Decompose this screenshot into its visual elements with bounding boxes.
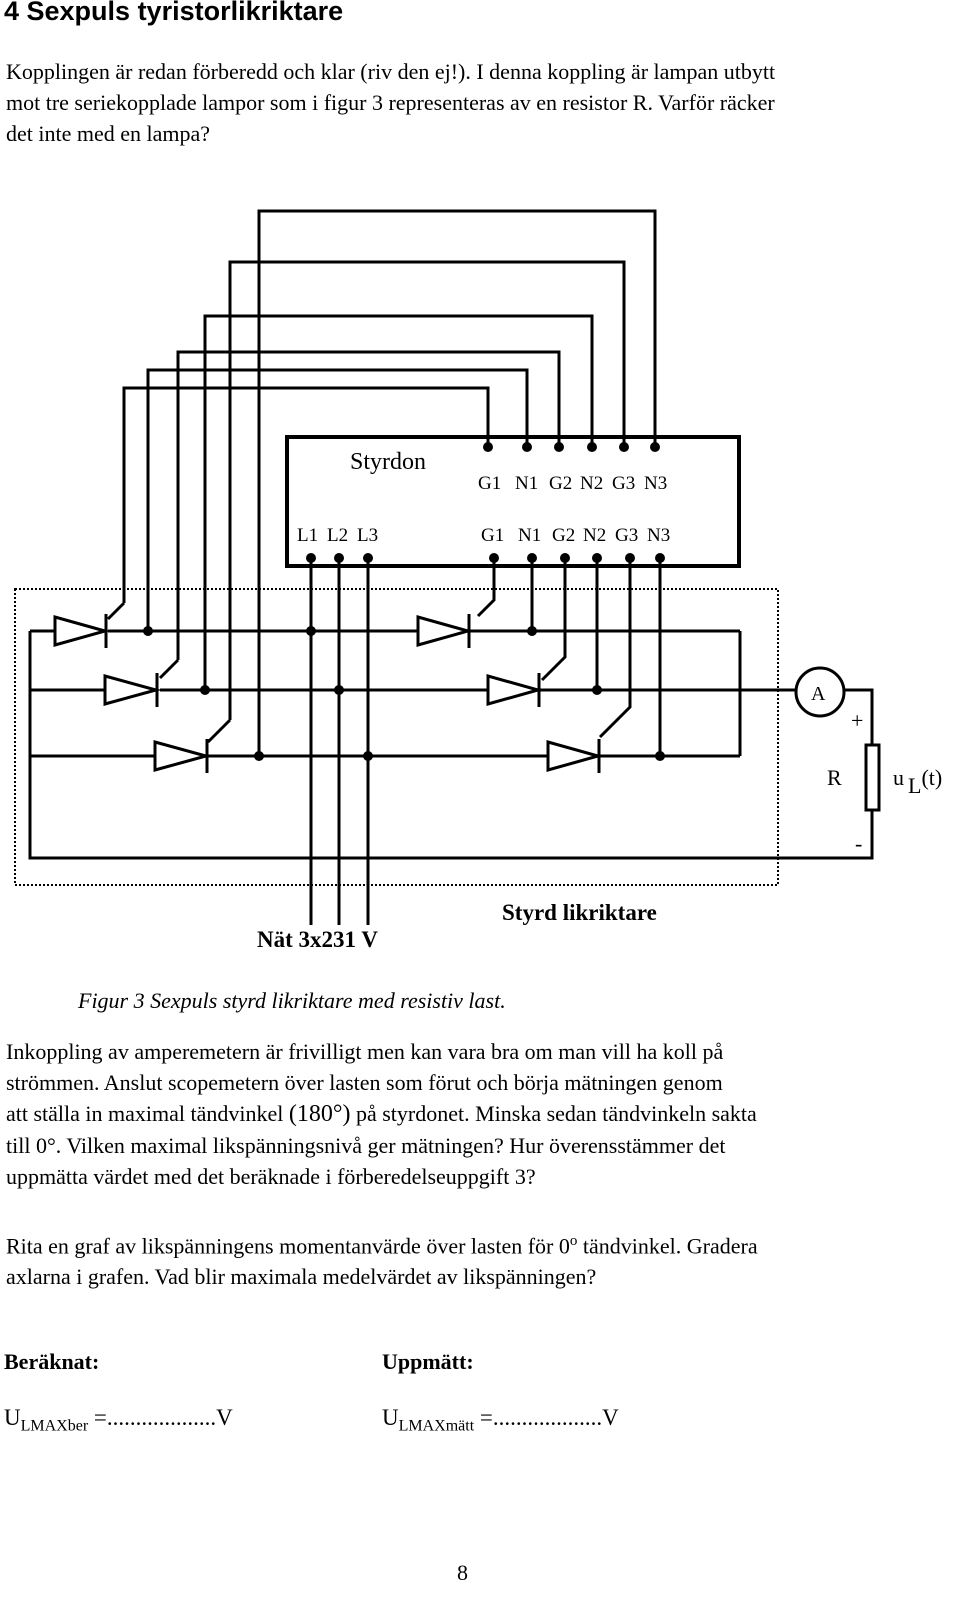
ammeter-symbol (794, 666, 846, 718)
task-line-4b: . Vilken maximal likspänningsnivå ger mä… (55, 1133, 726, 1158)
degree-superscript: o (569, 1233, 578, 1249)
resistor-label: R (827, 765, 842, 790)
thyristor-left-3 (153, 739, 212, 773)
task-line-5: uppmätta värdet med det beräknade i förb… (6, 1164, 536, 1189)
resistor-symbol (864, 743, 881, 812)
grid-label: Nät 3x231 V (257, 927, 378, 952)
circuit-diagram: Styrdon G1 N1 G2 N2 G3 N3 L1 L2 L3 G1 N1… (14, 209, 942, 952)
phase-labels: L1 L2 L3 (297, 525, 378, 546)
task2-line-1b: tändvinkel. Gradera (577, 1233, 758, 1259)
measured-label: Uppmätt: (382, 1349, 474, 1374)
styrdon-box (285, 435, 741, 568)
thyristor-right-3 (546, 739, 604, 773)
thyristor-left-2 (103, 673, 162, 707)
bottom-terminal-n2: N2 (583, 525, 606, 546)
intro-line-1: Kopplingen är redan förberedd och klar (… (6, 59, 776, 84)
task2-line-1a: Rita en graf av likspänningens momentanv… (6, 1233, 570, 1259)
top-terminal-n1: N1 (515, 473, 538, 494)
phase-label-l3: L3 (357, 525, 378, 546)
top-terminal-g2: G2 (549, 473, 572, 494)
section-title: 4 Sexpuls tyristorlikriktare (4, 0, 344, 26)
task-line-1: Inkoppling av amperemetern är frivilligt… (6, 1039, 724, 1064)
top-terminal-g3: G3 (612, 473, 635, 494)
thyristor-left-1 (53, 614, 111, 648)
top-terminal-g1: G1 (478, 473, 501, 494)
phase-lines (309, 556, 370, 925)
left-gate-leads (106, 601, 232, 744)
phase-label-l2: L2 (327, 525, 348, 546)
task-paragraph-2: Rita en graf av likspänningens momentanv… (6, 1226, 934, 1292)
bottom-terminal-labels: G1 N1 G2 N2 G3 N3 (481, 525, 670, 546)
phase-label-l1: L1 (297, 525, 318, 546)
figure-caption: Figur 3 Sexpuls styrd likriktare med res… (78, 988, 506, 1013)
top-terminal-dots (483, 442, 660, 452)
task-line-3b: på styrdonet. Minska sedan tändvinkeln s… (355, 1101, 757, 1126)
intro-line-2: mot tre seriekopplade lampor som i figur… (6, 90, 775, 115)
bottom-terminal-g1: G1 (481, 525, 504, 546)
bottom-terminal-g2: G2 (552, 525, 575, 546)
task-line-4a: till (6, 1133, 31, 1158)
top-terminal-labels: G1 N1 G2 N2 G3 N3 (478, 473, 667, 494)
bottom-terminal-n3: N3 (647, 525, 670, 546)
junction-dots (143, 626, 665, 761)
intro-paragraph: Kopplingen är redan förberedd och klar (… (6, 56, 934, 149)
control-wiring (122, 209, 657, 756)
task-paragraph-1: Inkoppling av amperemetern är frivilligt… (6, 1036, 934, 1192)
page-number: 8 (457, 1560, 468, 1585)
task-line-2: strömmen. Anslut scopemetern över lasten… (6, 1070, 723, 1095)
task2-line-2: axlarna i grafen. Vad blir maximala mede… (6, 1264, 597, 1290)
task-line-3a: att ställa in maximal tändvinkel (6, 1101, 284, 1126)
thyristor-right-1 (416, 614, 474, 648)
bottom-terminal-g3: G3 (615, 525, 638, 546)
ignition-angle-min: 0° (35, 1133, 56, 1158)
ammeter-label: A (811, 683, 826, 705)
styrdon-label: Styrdon (350, 449, 426, 475)
rectifier-enclosure (14, 588, 779, 886)
minus-sign: - (855, 831, 862, 856)
right-gate-wiring (476, 556, 662, 756)
top-terminal-n3: N3 (644, 473, 667, 494)
phase-dots (306, 553, 373, 563)
top-terminal-n2: N2 (580, 473, 603, 494)
bottom-terminal-dots (489, 553, 665, 563)
ignition-angle-max: (180°) (288, 1101, 351, 1127)
measured-answer-field[interactable]: ULMAXmätt =...................V (382, 1405, 619, 1435)
dc-rails (28, 629, 874, 860)
rectifier-label: Styrd likriktare (502, 900, 657, 925)
bottom-terminal-n1: N1 (518, 525, 541, 546)
thyristor-right-2 (486, 673, 544, 707)
calculated-label: Beräknat: (4, 1349, 100, 1374)
plus-sign: + (851, 708, 863, 733)
calculated-answer-field[interactable]: ULMAXber =...................V (4, 1405, 233, 1435)
intro-line-3: det inte med en lampa? (6, 121, 211, 146)
